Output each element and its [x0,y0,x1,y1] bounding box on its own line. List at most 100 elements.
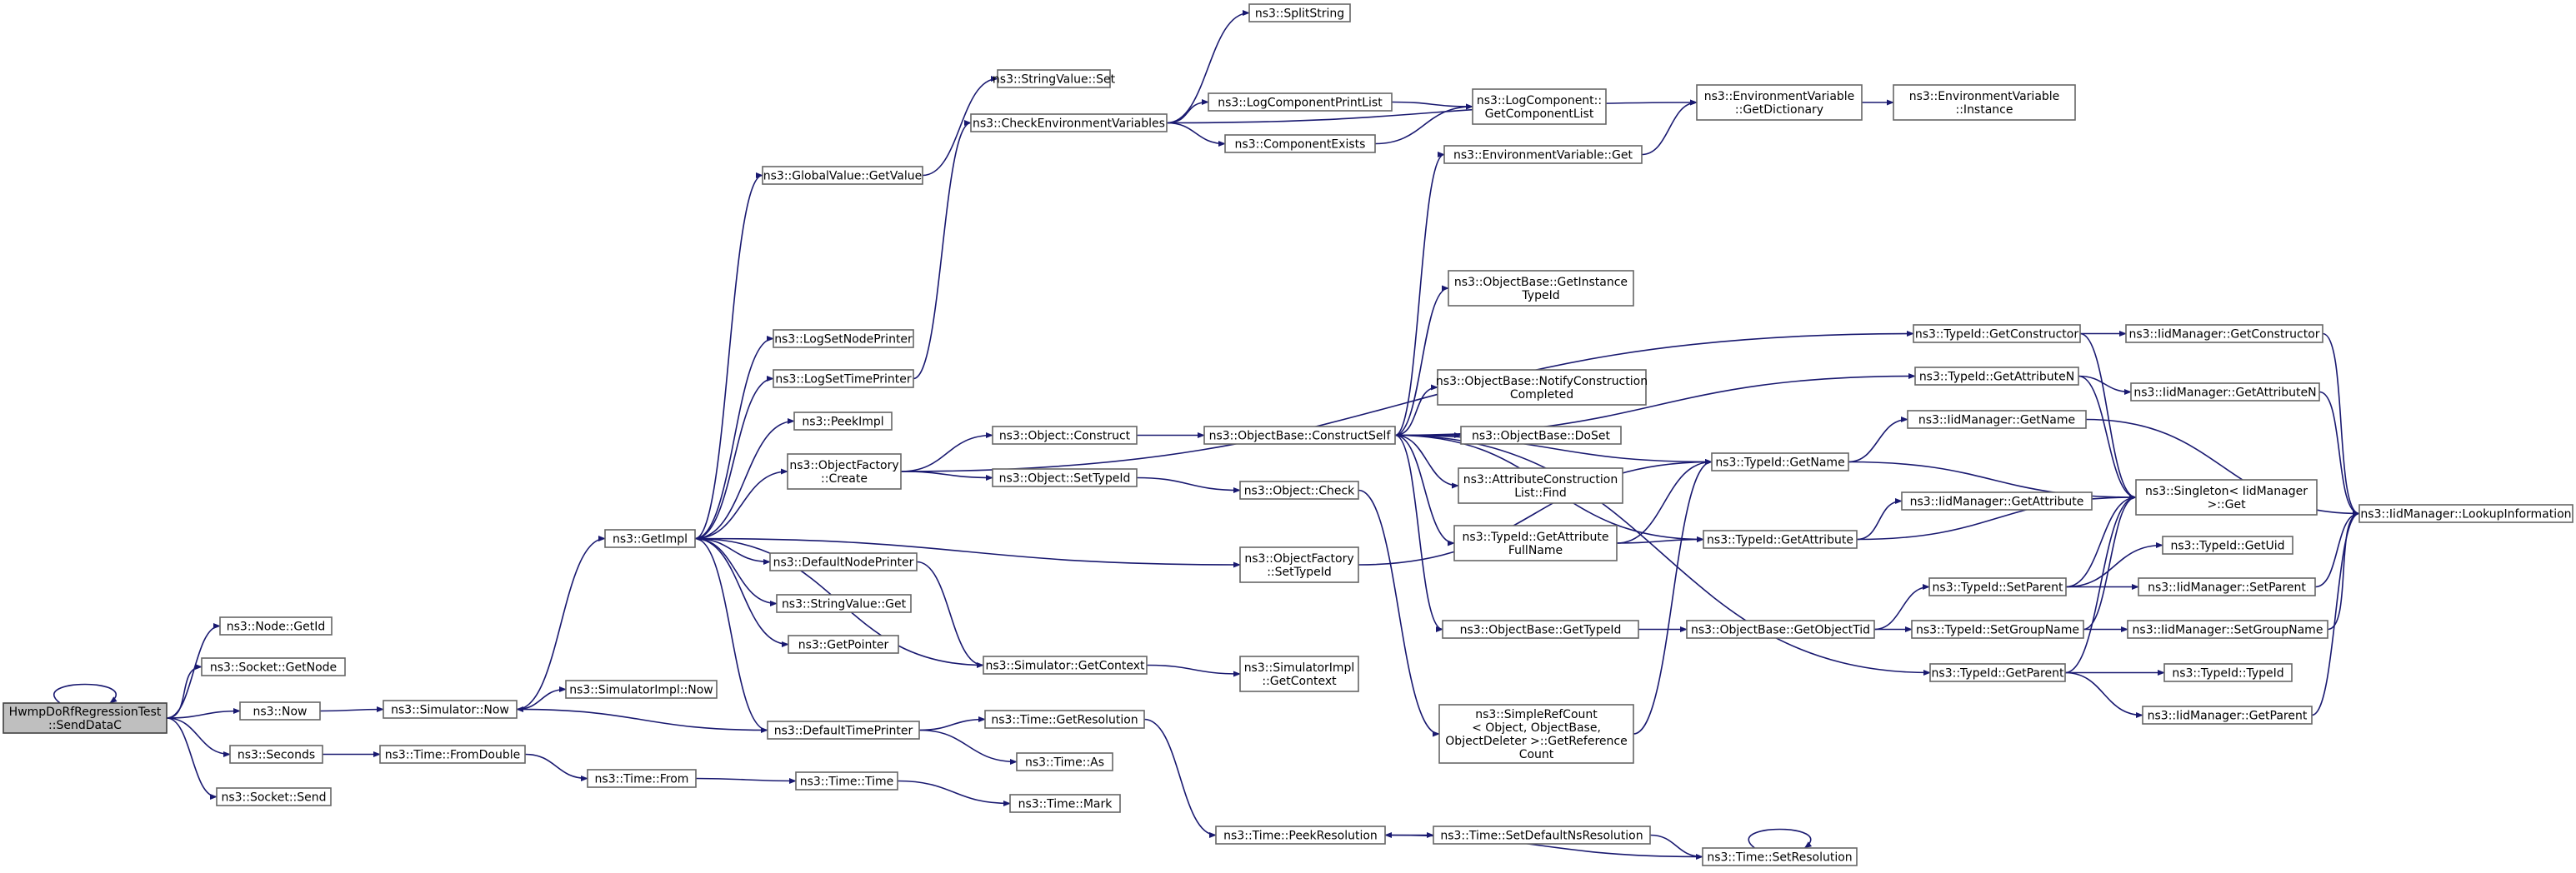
graph-node-getimpl[interactable]: ns3::GetImpl [604,529,696,548]
graph-node-singleton-get[interactable]: ns3::Singleton< IidManager>::Get [2135,479,2318,516]
node-box [767,721,920,740]
node-label: ns3::TypeId::SetParent [1933,581,2063,595]
graph-node-iid-setparent[interactable]: ns3::IidManager::SetParent [2138,577,2316,596]
node-label: ns3::Seconds [238,749,315,762]
graph-edge-tid-getparent-to-iid-getparent [2064,671,2143,719]
graph-node-tid-getparent[interactable]: ns3::TypeId::GetParent [1929,663,2066,682]
node-label: ns3::ObjectBase::ConstructSelf [1209,430,1392,443]
graph-node-envvar-instance[interactable]: ns3::EnvironmentVariable::Instance [1893,84,2076,121]
graph-edge-obase-constructself-to-attrlist-find [1394,434,1459,489]
graph-node-obase-getobjecttid[interactable]: ns3::ObjectBase::GetObjectTid [1686,620,1875,639]
graph-node-peekimpl[interactable]: ns3::PeekImpl [793,412,893,431]
graph-edge-time-time-to-time-mark [897,780,1011,807]
graph-node-simplerefcount[interactable]: ns3::SimpleRefCount< Object, ObjectBase,… [1438,704,1634,764]
graph-node-logtimeprinter[interactable]: ns3::LogSetTimePrinter [773,369,914,388]
node-box [769,552,918,571]
graph-node-deftimeprinter[interactable]: ns3::DefaultTimePrinter [767,721,920,740]
graph-node-obase-gettypeid[interactable]: ns3::ObjectBase::GetTypeId [1442,620,1639,639]
node-label: ns3::Socket::Send [221,791,326,805]
graph-node-defnodeprinter[interactable]: ns3::DefaultNodePrinter [769,552,918,571]
graph-node-node-getid[interactable]: ns3::Node::GetId [219,616,333,636]
graph-node-time-mark[interactable]: ns3::Time::Mark [1009,794,1121,813]
node-label: ns3::SimulatorImpl [1244,661,1355,675]
graph-node-time-getres[interactable]: ns3::Time::GetResolution [984,710,1145,729]
graph-node-time-from[interactable]: ns3::Time::From [587,769,697,788]
graph-node-lognodeprinter[interactable]: ns3::LogSetNodePrinter [773,329,914,348]
graph-node-gv-getvalue[interactable]: ns3::GlobalValue::GetValue [762,166,923,185]
graph-edge-obase-getobjecttid-to-tid-setparent [1873,583,1930,631]
graph-node-simimpl-getcontext[interactable]: ns3::SimulatorImpl::GetContext [1239,656,1359,692]
graph-node-envvar-getdict[interactable]: ns3::EnvironmentVariable::GetDictionary [1696,84,1863,121]
graph-node-sv-get[interactable]: ns3::StringValue::Get [776,594,912,613]
graph-node-logcomp-getlist[interactable]: ns3::LogComponent::GetComponentList [1472,88,1607,125]
node-box [1016,752,1113,771]
graph-node-tid-getattributen[interactable]: ns3::TypeId::GetAttributeN [1914,367,2079,386]
graph-node-iid-lookup[interactable]: ns3::IidManager::LookupInformation [2358,504,2573,523]
graph-edge-getimpl-to-deftimeprinter [694,537,768,734]
graph-node-logcompprintlist[interactable]: ns3::LogComponentPrintList [1208,92,1393,112]
graph-edge-tid-getattributen-to-iid-getattributen [2078,375,2132,396]
graph-node-socket-send[interactable]: ns3::Socket::Send [216,787,332,806]
graph-node-tid-setparent[interactable]: ns3::TypeId::SetParent [1928,577,2067,596]
node-box [1702,847,1858,866]
graph-node-tid-typeid[interactable]: ns3::TypeId::TypeId [2163,663,2293,682]
graph-node-tid-getuid[interactable]: ns3::TypeId::GetUid [2162,536,2293,555]
graph-node-sim-now[interactable]: ns3::Simulator::Now [383,700,518,719]
graph-node-time-time[interactable]: ns3::Time::Time [795,771,898,791]
graph-node-seconds[interactable]: ns3::Seconds [229,745,323,764]
graph-node-sv-set[interactable]: ns3::StringValue::Set [993,69,1116,88]
node-box [1686,620,1875,639]
graph-edge-sim-now-to-simimpl-now [516,686,567,711]
graph-node-iid-getname[interactable]: ns3::IidManager::GetName [1907,410,2087,429]
graph-node-of-create[interactable]: ns3::ObjectFactory::Create [787,453,902,490]
graph-edge-time-setdefres-to-time-setres [1649,834,1703,861]
graph-node-tid-getname[interactable]: ns3::TypeId::GetName [1711,452,1849,471]
graph-node-checkenv[interactable]: ns3::CheckEnvironmentVariables [970,113,1168,132]
graph-node-obj-construct[interactable]: ns3::Object::Construct [992,426,1138,445]
graph-node-time-setres[interactable]: ns3::Time::SetResolution [1702,847,1858,866]
graph-node-obj-check[interactable]: ns3::Object::Check [1239,481,1359,500]
graph-node-of-settypeid[interactable]: ns3::ObjectFactory::SetTypeId [1239,546,1359,583]
graph-node-splitstring[interactable]: ns3::SplitString [1248,3,1351,22]
graph-node-compexists[interactable]: ns3::ComponentExists [1224,134,1376,153]
node-box [1472,88,1607,125]
graph-node-now[interactable]: ns3::Now [239,701,321,721]
node-box [1437,369,1647,406]
graph-edge-logtimeprinter-to-checkenv [913,119,972,380]
graph-node-iid-getattributen[interactable]: ns3::IidManager::GetAttributeN [2130,382,2320,402]
graph-edge-of-create-to-obj-construct [900,432,993,472]
graph-node-time-as[interactable]: ns3::Time::As [1016,752,1113,771]
graph-edge-deftimeprinter-to-sim-now [516,706,768,731]
graph-node-tid-setgroupname[interactable]: ns3::TypeId::SetGroupName [1911,620,2084,639]
graph-node-socket-getnode[interactable]: ns3::Socket::GetNode [201,657,346,676]
node-label: ns3::IidManager::LookupInformation [2360,508,2571,521]
graph-edge-tid-setparent-to-tid-getuid [2065,541,2163,588]
graph-node-obase-constructself[interactable]: ns3::ObjectBase::ConstructSelf [1203,426,1396,445]
graph-node-simimpl-now[interactable]: ns3::SimulatorImpl::Now [565,680,718,699]
graph-node-iid-getattribute[interactable]: ns3::IidManager::GetAttribute [1901,491,2093,511]
graph-node-root[interactable]: HwmpDoRfRegressionTest::SendDataC [3,702,168,734]
graph-node-envvar-get[interactable]: ns3::EnvironmentVariable::Get [1443,145,1643,164]
graph-node-tid-getconstructor[interactable]: ns3::TypeId::GetConstructor [1913,324,2081,343]
node-box [1442,620,1639,639]
graph-node-obase-notify[interactable]: ns3::ObjectBase::NotifyConstructionCompl… [1436,369,1648,406]
graph-node-iid-getconstructor[interactable]: ns3::IidManager::GetConstructor [2125,324,2323,343]
node-label: ns3::LogSetTimePrinter [775,373,912,387]
graph-node-tid-getattribute[interactable]: ns3::TypeId::GetAttribute [1703,530,1858,549]
graph-node-iid-setgroupname[interactable]: ns3::IidManager::SetGroupName [2127,620,2328,639]
graph-node-peekres[interactable]: ns3::Time::PeekResolution [1215,826,1386,845]
graph-node-obase-doset[interactable]: ns3::ObjectBase::DoSet [1460,426,1622,445]
graph-node-fromdouble[interactable]: ns3::Time::FromDouble [379,745,526,764]
graph-node-sim-getcontext[interactable]: ns3::Simulator::GetContext [983,656,1148,675]
graph-edge-getimpl-to-of-settypeid [694,537,1241,568]
graph-edge-time-setres-to-time-setres [1748,828,1813,849]
graph-node-obj-settypeid[interactable]: ns3::Object::SetTypeId [992,468,1138,487]
graph-node-time-setdefres[interactable]: ns3::Time::SetDefaultNsResolution [1433,826,1651,845]
graph-node-getpointer[interactable]: ns3::GetPointer [788,635,899,654]
node-box [1453,525,1618,561]
graph-edge-defnodeprinter-to-sim-getcontext [916,561,984,669]
graph-node-iid-getparent[interactable]: ns3::IidManager::GetParent [2142,706,2313,725]
